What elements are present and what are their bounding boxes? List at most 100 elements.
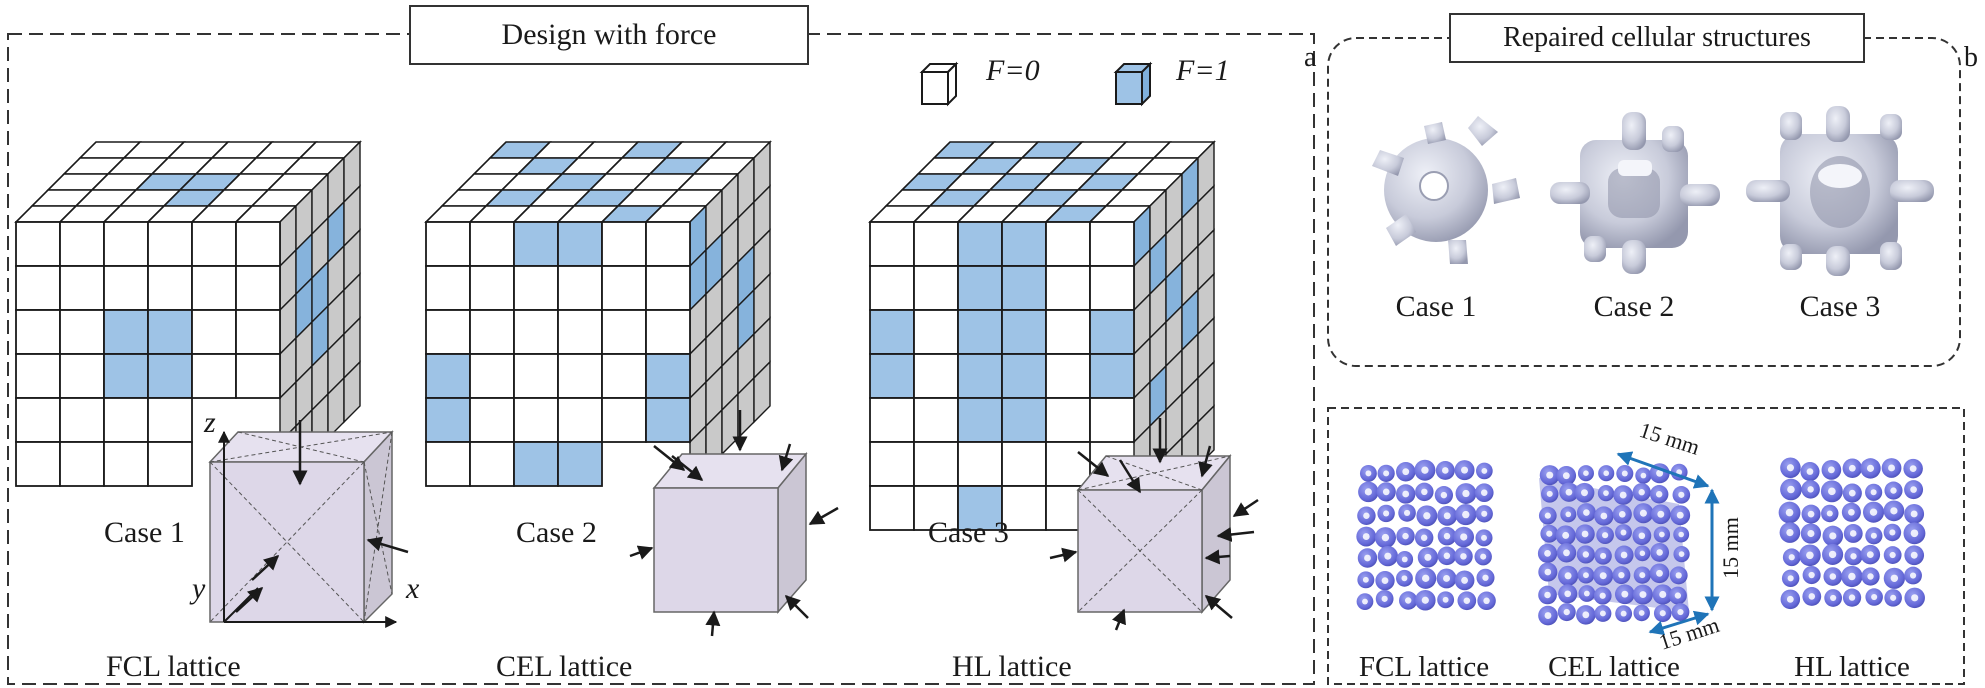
lattice-pore <box>1365 470 1372 477</box>
lattice-pore <box>1890 507 1898 515</box>
lattice-pore <box>1638 610 1645 616</box>
lattice-front-cell <box>1001 221 1047 267</box>
lattice-pore <box>1402 532 1409 540</box>
lattice-front-cell <box>869 309 915 355</box>
lattice-front-cell <box>425 441 471 487</box>
lattice-pore <box>1440 491 1448 499</box>
lattice-pore <box>1640 472 1647 479</box>
lattice-pore <box>1909 465 1917 473</box>
lattice-pore <box>1850 553 1857 560</box>
repaired-cell-2-label: Case 2 <box>1594 290 1675 323</box>
lattice-pore <box>1381 533 1390 542</box>
lattice-front-cell <box>913 265 959 311</box>
lattice-front-cell <box>469 441 515 487</box>
lattice-front-cell <box>1045 221 1091 267</box>
lattice-pore <box>1421 596 1429 604</box>
fcl-printed-label: FCL lattice <box>1359 651 1489 683</box>
lattice-front-cell <box>513 397 559 443</box>
lattice-pore <box>1829 532 1837 540</box>
lattice-pore <box>1621 470 1628 477</box>
lattice-front-cell <box>869 397 915 443</box>
lattice-front-cell <box>869 221 915 267</box>
lattice-pore <box>1806 468 1814 475</box>
lattice-pore <box>1581 530 1589 538</box>
cel-design-grid <box>424 140 772 488</box>
lattice-pore <box>1583 590 1590 597</box>
lattice-front-cell <box>557 265 603 311</box>
lattice-pore <box>1480 489 1488 496</box>
panel-b-title: Repaired cellular structures <box>1503 22 1811 53</box>
lattice-front-cell <box>469 265 515 311</box>
lattice-front-cell <box>191 309 237 355</box>
fcl-unit-cube <box>208 430 394 624</box>
lattice-pore <box>1867 573 1874 580</box>
lattice-pore <box>1599 610 1606 617</box>
lattice-pore <box>1424 553 1432 561</box>
lattice-pore <box>1787 485 1795 494</box>
lattice-front-cell <box>1001 353 1047 399</box>
lattice-pore <box>1890 594 1897 601</box>
case-3-label: Case 3 <box>928 516 1009 549</box>
case-2-label: Case 2 <box>516 516 597 549</box>
lattice-pore <box>1381 577 1389 585</box>
lattice-pore <box>1618 510 1626 518</box>
panel-a-letter: a <box>1304 42 1317 73</box>
lattice-pore <box>1381 595 1388 602</box>
lattice-pore <box>1869 508 1878 516</box>
lattice-front-cell <box>1045 265 1091 311</box>
lattice-pore <box>1420 534 1428 541</box>
lattice-pore <box>1808 593 1816 600</box>
lattice-pore <box>1582 611 1590 619</box>
lattice-pore <box>1483 597 1490 605</box>
lattice-front-cell <box>59 309 105 355</box>
lattice-pore <box>1402 468 1410 476</box>
lattice-front-cell <box>601 397 647 443</box>
lattice-pore <box>1911 594 1919 602</box>
lattice-pore <box>1788 554 1795 561</box>
lattice-pore <box>1807 530 1815 538</box>
lattice-front-cell <box>513 309 559 355</box>
lattice-pore <box>1786 464 1795 472</box>
lattice-front-cell <box>103 397 149 443</box>
lattice-front-cell <box>1045 309 1091 355</box>
lattice-pore <box>1443 552 1451 560</box>
lattice-front-cell <box>601 309 647 355</box>
hl-unit-cube <box>1076 453 1232 614</box>
lattice-pore <box>1462 510 1470 519</box>
lattice-front-cell <box>59 265 105 311</box>
cel-unit-cube <box>652 451 808 614</box>
lattice-pore <box>1462 489 1470 498</box>
lattice-front-cell <box>1045 353 1091 399</box>
lattice-front-cell <box>103 221 149 267</box>
panel-b-title-box <box>1449 13 1865 63</box>
legend-f0-swatch <box>919 61 959 107</box>
lattice-front-cell <box>513 441 559 487</box>
lattice-front-cell <box>957 221 1003 267</box>
lattice-front-cell <box>1045 397 1091 443</box>
legend-f1-swatch <box>1113 61 1153 107</box>
lattice-pore <box>1621 590 1629 598</box>
lattice-pore <box>1848 572 1856 581</box>
axis-y-label: y <box>189 572 206 605</box>
lattice-front-cell <box>601 221 647 267</box>
lattice-pore <box>1463 597 1471 605</box>
lattice-front-cell <box>645 221 691 267</box>
lattice-front-cell <box>191 265 237 311</box>
lattice-front-cell <box>645 265 691 311</box>
lattice-front-cell <box>957 397 1003 443</box>
lattice-front-cell <box>147 221 193 267</box>
lattice-front-cell <box>147 441 193 487</box>
lattice-front-cell <box>15 265 61 311</box>
lattice-front-cell <box>103 441 149 487</box>
lattice-front-cell <box>59 441 105 487</box>
lattice-pore <box>1787 575 1794 582</box>
lattice-front-cell <box>913 397 959 443</box>
lattice-pore <box>1583 470 1589 477</box>
case-1-label: Case 1 <box>104 516 185 549</box>
lattice-front-cell <box>957 353 1003 399</box>
axis-x-label: x <box>405 572 420 605</box>
axes-indicator <box>218 430 398 628</box>
panel-b: Repaired cellular structures b Case 1 <box>1327 13 1978 367</box>
lattice-pore <box>1603 490 1609 496</box>
lattice-pore <box>1581 489 1588 497</box>
